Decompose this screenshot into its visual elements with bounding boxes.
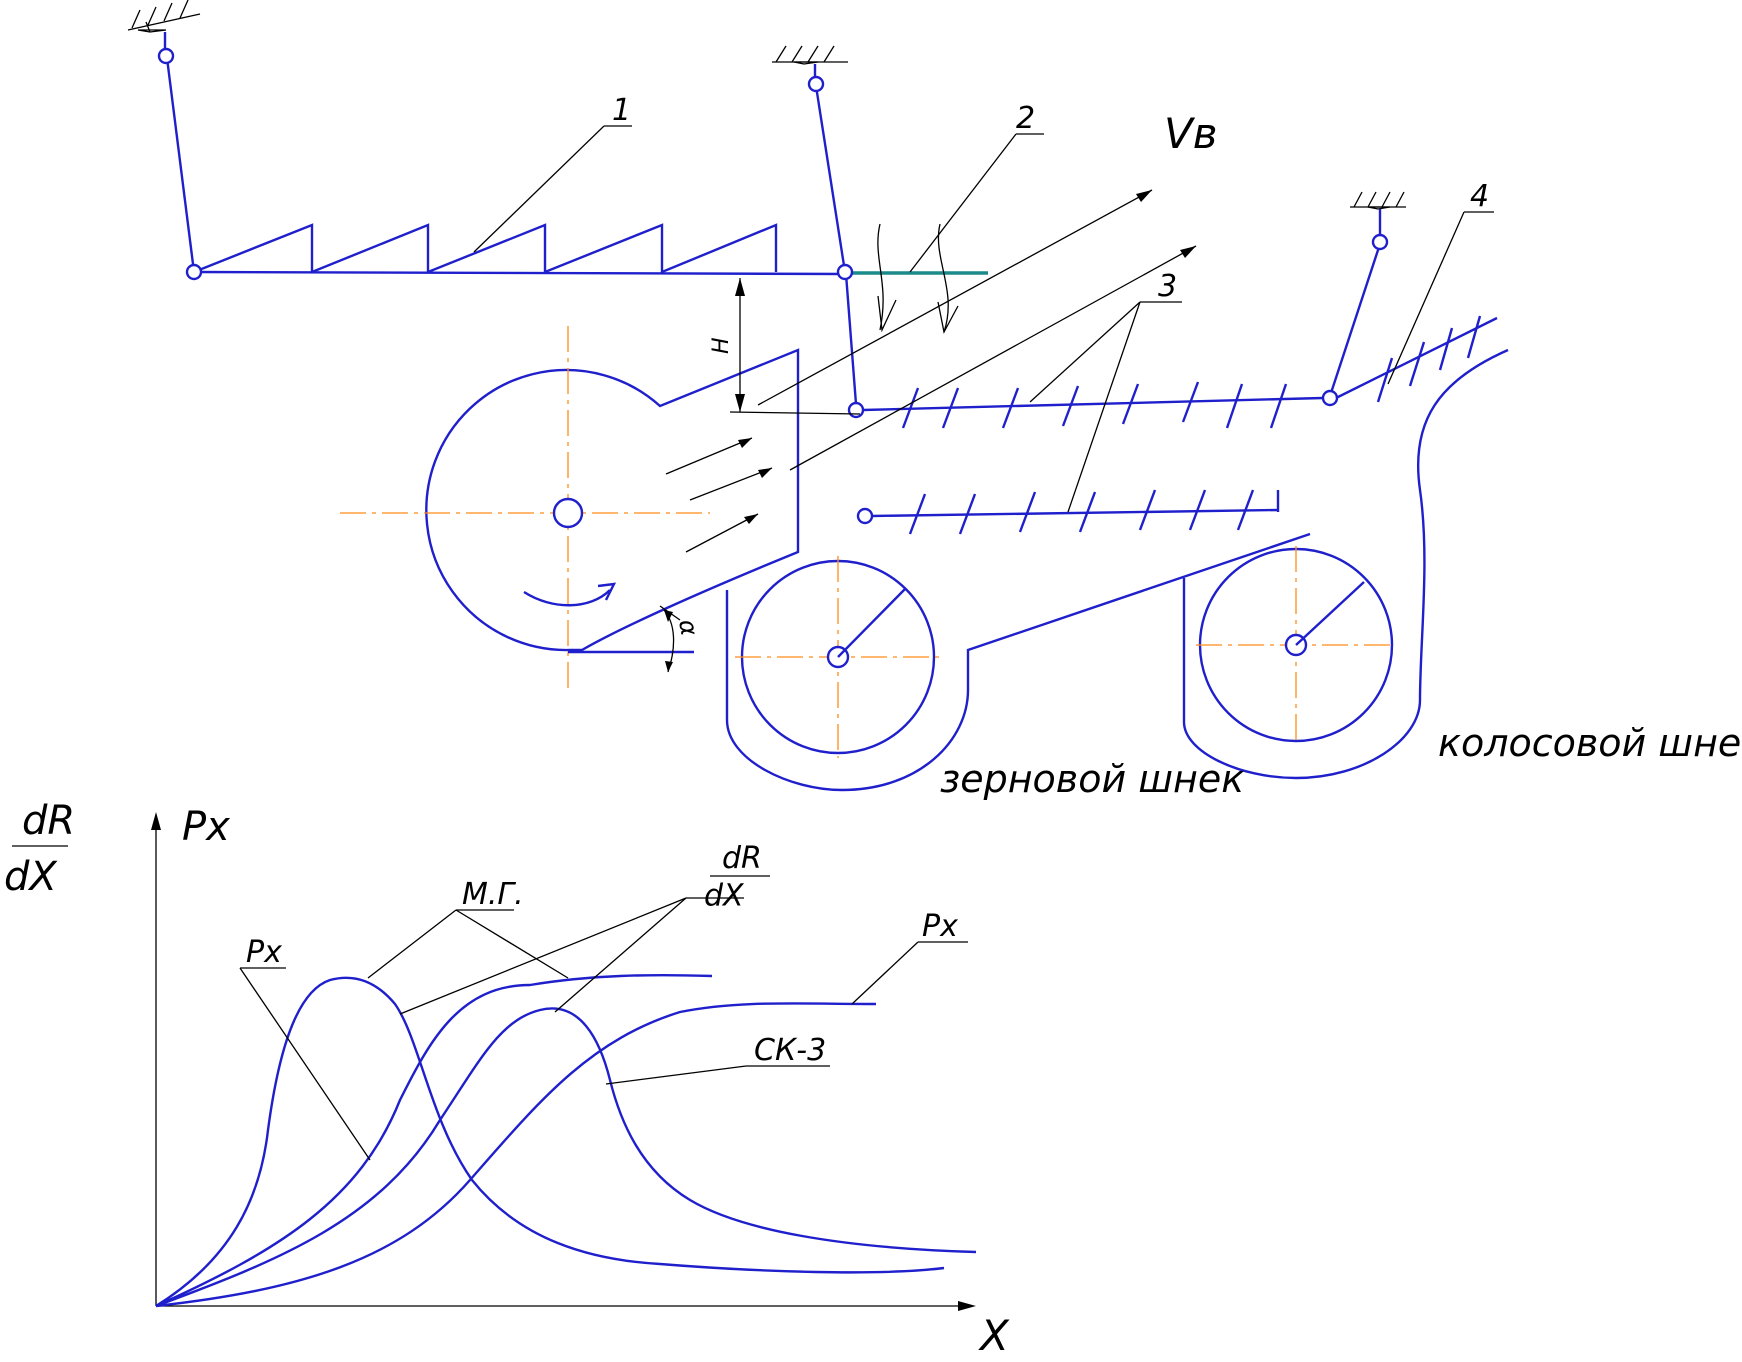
label-ear-auger: колосовой шнек [1438,721,1742,765]
y-axis-frac-den: dX [4,854,58,900]
label-part-1: 1 [612,93,631,128]
sieve-3-lower [871,489,1280,535]
sieve-4 [1335,315,1498,403]
curve-label-sk3: СК-3 [754,1033,826,1068]
sieve-1 [193,223,846,276]
angle-mark [659,605,681,673]
shoe-pan [725,532,1311,792]
curve-label-px-left: Px [246,935,282,970]
x-axis-label: X [978,1311,1010,1360]
part-2-extension [845,223,988,334]
label-part-3: 3 [1158,269,1177,304]
hangers [163,32,1382,405]
label-part-2: 2 [1016,101,1035,136]
curve-drdx-mg [155,976,945,1308]
label-grain-auger: зерновой шнек [940,757,1244,801]
leader-px-left [239,967,371,1161]
support-right [1350,191,1406,210]
graph: dR dX Px X Px М.Г. dR dX Px СК-3 [4,798,1010,1360]
sieve-3-upper [862,381,1324,429]
label-height: H [709,337,734,354]
ear-auger [1182,348,1509,780]
height-dimension [729,278,861,415]
fan-housing [340,326,800,688]
air-flow-arrows [665,189,1197,553]
curve-px-sk3 [155,1002,877,1308]
label-velocity: Vв [1164,109,1217,158]
joints [157,47,1389,525]
support-left [127,0,201,33]
grain-auger [735,556,942,758]
y-axis-label: Px [182,804,230,850]
support-mid [772,45,848,65]
curve-label-drdx-den: dX [704,879,745,914]
y-axis-frac-num: dR [22,798,75,844]
curve-px-mg [155,973,713,1308]
curve-label-drdx-num: dR [722,841,762,876]
curve-drdx-sk3 [155,1007,977,1308]
label-part-4: 4 [1470,179,1489,214]
curve-label-px-right: Px [922,909,958,944]
curve-label-mg: М.Г. [462,877,524,912]
label-angle: α [673,617,703,638]
part-leaders [473,125,1494,513]
